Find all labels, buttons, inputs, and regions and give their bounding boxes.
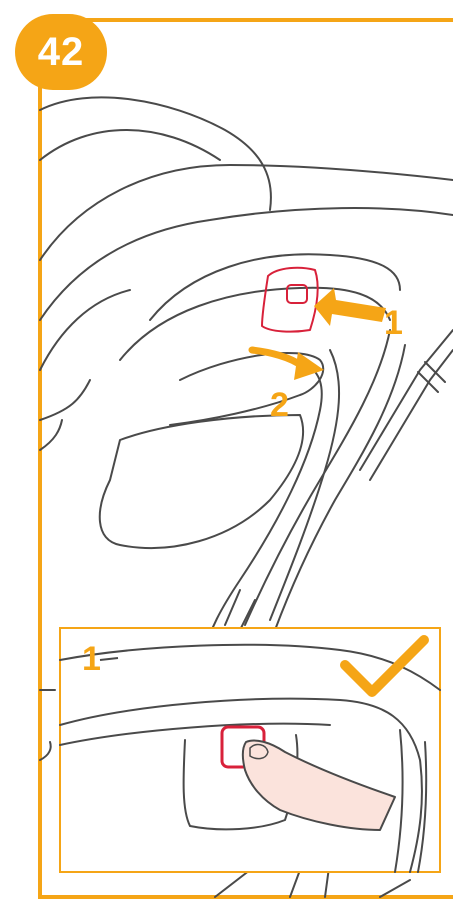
canopy-arc [40, 165, 453, 260]
side-frame-2 [275, 345, 405, 630]
inset-callout: 1 [82, 640, 101, 678]
callout-press: 1 [384, 304, 403, 342]
stroller-bar [360, 330, 453, 470]
callout-rotate: 2 [270, 386, 289, 424]
release-button [262, 268, 318, 332]
press-arrow-icon [314, 288, 386, 326]
canopy-outline [40, 97, 271, 210]
step-number-badge: 42 [15, 14, 107, 90]
inset-detail: 1 [60, 628, 440, 872]
step-number: 42 [38, 30, 85, 75]
shell-curve [40, 380, 90, 420]
rotate-arrow-head [294, 352, 324, 380]
left-edge-detail [40, 690, 55, 760]
canopy-inner [40, 130, 220, 160]
shell-curve-2 [40, 420, 62, 450]
